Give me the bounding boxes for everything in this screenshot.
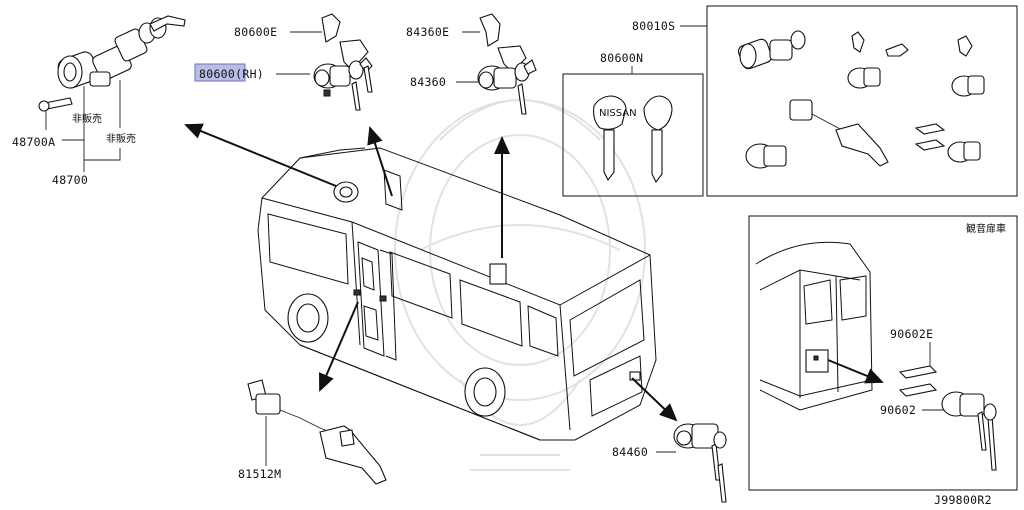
lock-set-parts (737, 30, 985, 169)
door-lock-cylinder-assembly (313, 13, 373, 111)
part-label-90602E: 90602E (890, 327, 933, 341)
double-door-inset (748, 215, 1018, 491)
part-label-48700A: 48700A (12, 135, 55, 149)
part-label-81512M: 81512M (238, 467, 281, 481)
side-door-lock-assembly (477, 13, 537, 115)
lock-set-box (706, 5, 1018, 197)
highlight-80600RH (194, 63, 246, 82)
part-label-80600N: 80600N (600, 51, 643, 65)
part-label-80010S: 80010S (632, 19, 675, 33)
inside-handle-assembly (247, 379, 387, 485)
part-label-48700: 48700 (52, 173, 88, 187)
non-sale-label-2: 非販売 (106, 132, 136, 145)
part-label-84360: 84360 (410, 75, 446, 89)
part-label-80600E: 80600E (234, 25, 277, 39)
ignition-labels: 非販売 非販売 48700A 48700 (12, 110, 136, 187)
inset-title: 観音扉車 (966, 222, 1006, 235)
non-sale-label-1: 非販売 (72, 112, 102, 125)
ignition-switch-assembly (38, 15, 186, 128)
part-label-80600-rh: 80600(RH) (199, 67, 264, 81)
part-label-84360E: 84360E (406, 25, 449, 39)
part-label-84460: 84460 (612, 445, 648, 459)
microbus-body (257, 147, 657, 441)
key-blanks: NISSAN (593, 95, 673, 184)
back-door-lock-assembly (673, 423, 727, 503)
van-rear-doors (755, 241, 873, 411)
diagram-reference-code: J99800R2 (934, 493, 992, 507)
svg-text:NISSAN: NISSAN (599, 108, 637, 119)
callout-arrows (184, 123, 678, 422)
part-label-90602: 90602 (880, 403, 916, 417)
inset-lock-parts (898, 365, 997, 471)
key-box (562, 73, 704, 197)
